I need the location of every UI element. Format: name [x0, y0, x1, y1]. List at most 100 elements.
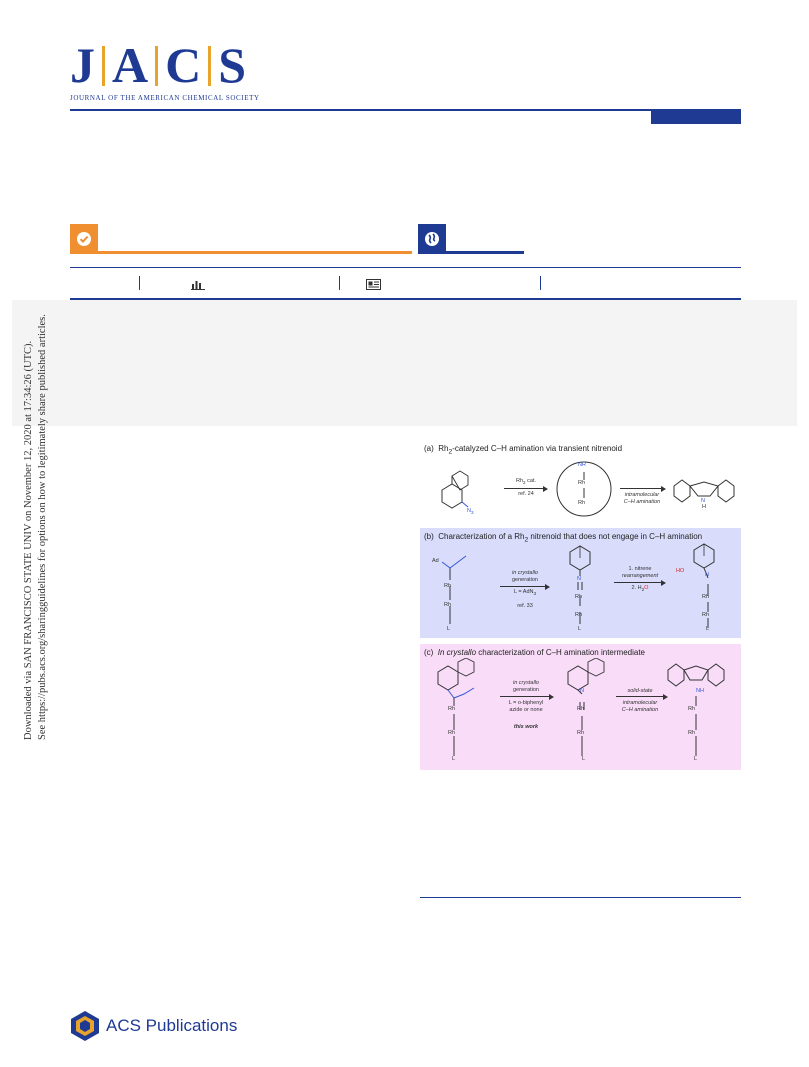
rh-label: Rh — [575, 612, 583, 618]
ligand-pre: L = AdN — [513, 589, 534, 595]
ligand-l: L — [706, 626, 710, 632]
jacs-logo[interactable]: J A C S JOURNAL OF THE AMERICAN CHEMICAL… — [70, 40, 290, 106]
step2-line1: 1. nitrene — [628, 566, 652, 572]
ref-24-label: ref. 24 — [518, 491, 534, 497]
carbazole-complex-structure — [667, 663, 725, 756]
ligand-line1: L = o-biphenyl — [508, 700, 544, 706]
open-access-icon-box — [70, 224, 98, 254]
catalyst-post: cat. — [525, 478, 536, 484]
adamantyl-label: Ad — [432, 558, 439, 564]
nitrenoid-intermediate-cycle — [556, 461, 612, 517]
h2o-o: O — [644, 585, 649, 591]
article-type-tab — [651, 111, 741, 124]
reaction-arrow — [500, 583, 550, 590]
panel-a-title-pre: Rh — [438, 444, 449, 453]
step-line-1: intramolecular — [624, 492, 660, 498]
metrics-divider — [139, 276, 140, 290]
step2-line2: intramolecular — [622, 700, 658, 706]
rh-label: Rh — [577, 730, 585, 736]
reaction-arrow — [614, 579, 666, 586]
azide-label: N3 — [467, 508, 474, 516]
step1-line1: in crystallo — [512, 570, 538, 576]
abstract-band — [12, 300, 797, 426]
adamantyl-nitrenoid-structure — [569, 545, 591, 624]
carbazole-n: N — [701, 498, 705, 504]
jacs-letter-a: A — [112, 37, 149, 93]
supporting-info-icon-box — [418, 224, 446, 254]
ref-33-label: ref. 33 — [517, 603, 533, 609]
metrics-divider — [540, 276, 541, 290]
panel-c-title: (c) In crystallo characterization of C–H… — [424, 648, 645, 657]
panel-c: (c) In crystallo characterization of C–H… — [420, 644, 741, 770]
panel-b-title: (b) Characterization of a Rh2 nitrenoid … — [424, 532, 702, 544]
intermediate-nr: NR — [578, 462, 586, 468]
panel-b-label: (b) — [424, 532, 434, 541]
panel-a: (a) Rh2-catalyzed C–H amination via tran… — [420, 440, 741, 526]
panel-c-title-post: characterization of C–H amination interm… — [476, 648, 645, 657]
step2-line2: rearrangement — [621, 573, 659, 579]
adamantyl-azide-complex — [441, 555, 467, 624]
rh-label: Rh — [578, 480, 586, 486]
hydrolysis-label: 2. H2O — [614, 585, 666, 593]
azide-n: N — [467, 508, 471, 514]
product-n: N — [705, 572, 709, 578]
logo-separator — [155, 46, 159, 86]
open-access-badge[interactable] — [70, 224, 412, 254]
ligand-l: L — [578, 626, 582, 632]
ligand-l: L — [452, 756, 456, 762]
ligand-l: L — [447, 626, 451, 632]
panel-b: (b) Characterization of a Rh2 nitrenoid … — [420, 528, 741, 638]
rh-label: Rh — [444, 602, 452, 608]
supporting-info-badge[interactable] — [418, 224, 524, 254]
open-access-bar — [98, 251, 412, 254]
reaction-arrow — [504, 485, 548, 492]
article-icon[interactable] — [366, 279, 381, 290]
footnote-rule — [420, 897, 741, 898]
step2-line1: solid-state — [627, 688, 653, 694]
catalyst-pre: Rh — [516, 478, 524, 484]
header-rule — [70, 109, 741, 111]
step1-line1: in crystallo — [513, 680, 539, 686]
reaction-arrow — [616, 693, 668, 700]
biphenyl-azide-complex — [437, 658, 475, 756]
metrics-top-rule — [70, 267, 741, 268]
ligand-sub: 3 — [533, 591, 537, 597]
jacs-letter-c: C — [165, 37, 202, 93]
journal-subtitle: JOURNAL OF THE AMERICAN CHEMICAL SOCIETY — [70, 94, 260, 102]
reaction-scheme-figure: (a) Rh2-catalyzed C–H amination via tran… — [420, 440, 741, 770]
jacs-letter-j: J — [70, 37, 95, 93]
jacs-letters: J A C S — [70, 40, 290, 90]
watermark-line-1: Downloaded via SAN FRANCISCO STATE UNIV … — [23, 340, 34, 740]
panel-b-title-sub: 2 — [524, 536, 529, 544]
watermark-line-2: See https://pubs.acs.org/sharingguidelin… — [37, 314, 48, 740]
carbazole-structure — [673, 479, 735, 503]
carbazole-nh: NH — [696, 688, 704, 694]
h2o-sub: 2 — [641, 587, 645, 593]
bar-chart-icon[interactable] — [191, 279, 205, 290]
rearranged-product-structure — [693, 543, 715, 628]
carbazole-h: H — [702, 504, 706, 510]
panel-b-title-pre: Characterization of a Rh — [438, 532, 525, 541]
biphenyl-nitrenoid-structure — [567, 658, 605, 756]
acs-publications-logo[interactable]: ACS Publications — [68, 1008, 237, 1044]
solid-state-label: solid-state — [614, 688, 666, 695]
check-circle-icon — [77, 232, 91, 246]
rh-label: Rh — [448, 706, 456, 712]
rh-label: Rh — [688, 706, 696, 712]
reaction-arrow — [500, 693, 554, 700]
download-watermark: Downloaded via SAN FRANCISCO STATE UNIV … — [22, 300, 50, 740]
supporting-info-bar — [446, 251, 524, 254]
nitrenoid-n: N — [580, 688, 584, 694]
this-work-label: this work — [498, 724, 554, 731]
catalyst-sub: 2 — [523, 480, 526, 486]
logo-separator — [102, 46, 105, 86]
rh-label: Rh — [444, 583, 452, 589]
ligand-line2: azide or none — [509, 707, 543, 713]
logo-separator — [208, 46, 212, 86]
publisher-name: ACS Publications — [106, 1016, 238, 1035]
h2o-pre: 2. H — [631, 585, 642, 591]
